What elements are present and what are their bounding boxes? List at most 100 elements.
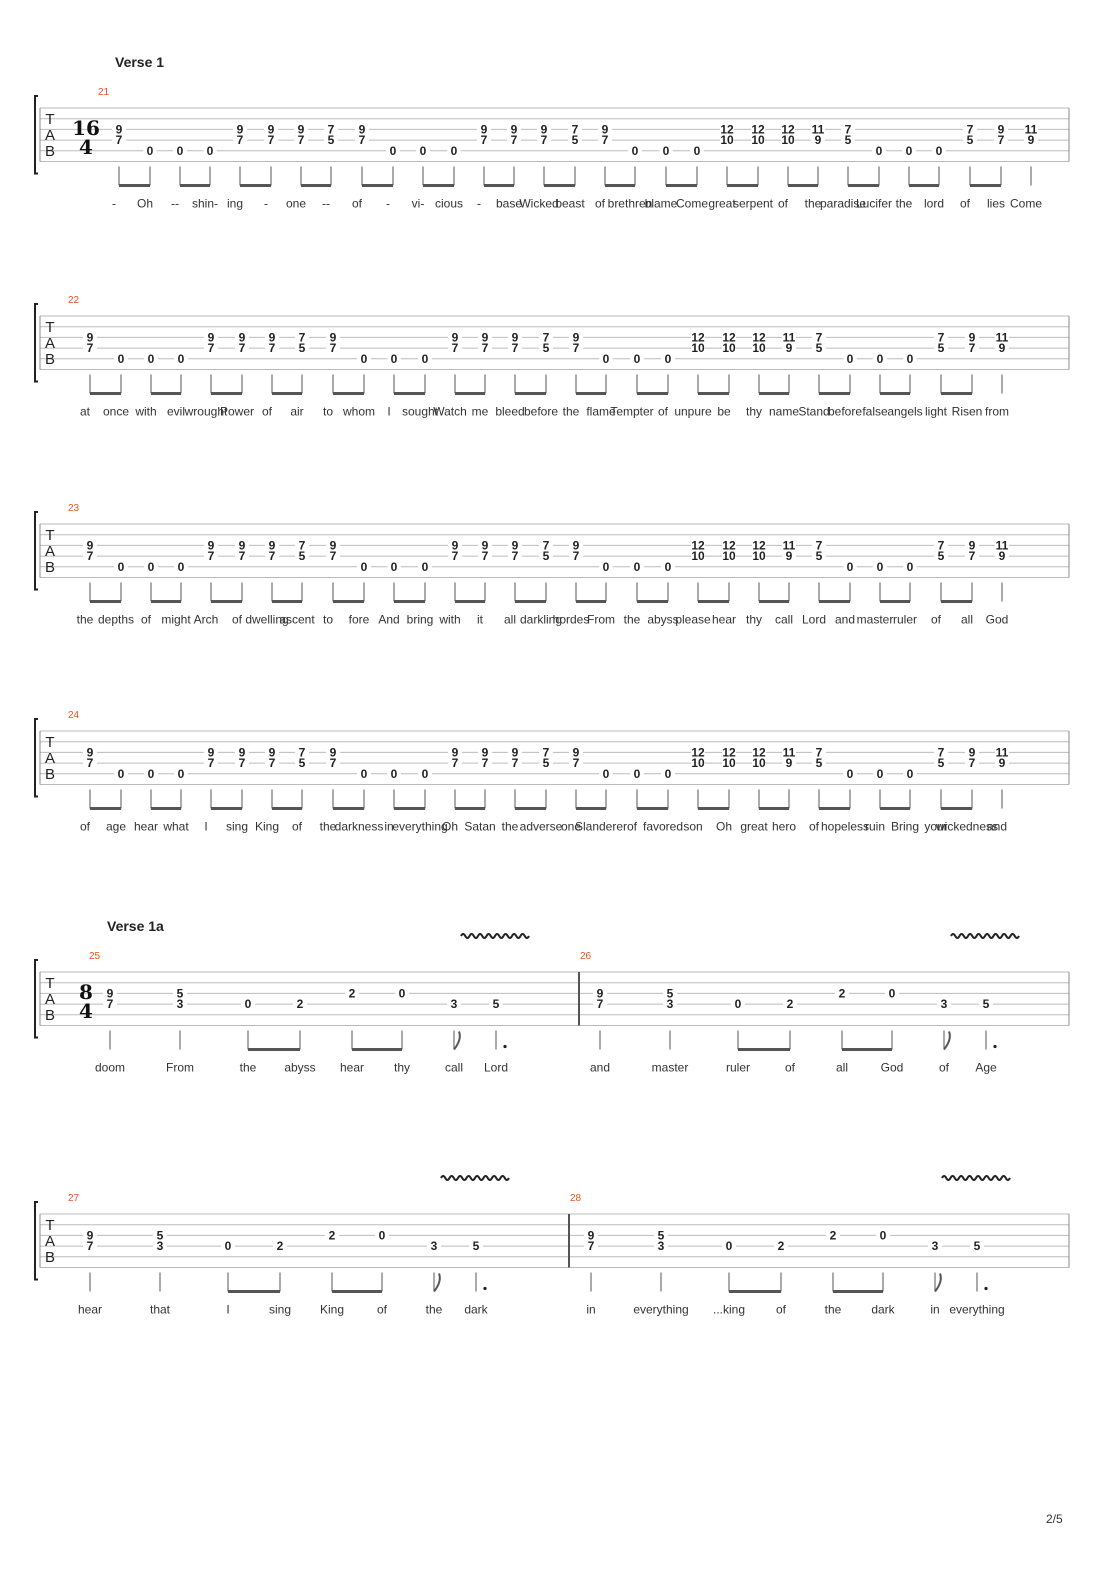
fret-background <box>965 746 979 758</box>
fret-background <box>995 331 1009 343</box>
fret-background <box>265 550 279 562</box>
fret-background <box>654 1240 668 1252</box>
fret-background <box>965 550 979 562</box>
fret-number: 0 <box>148 560 155 574</box>
fret-background <box>508 539 522 551</box>
fret-background <box>722 1240 736 1252</box>
fret-background <box>1024 134 1038 146</box>
fret-number: 5 <box>493 997 500 1011</box>
fret-background <box>569 746 583 758</box>
fret-background <box>478 342 492 354</box>
fret-background <box>235 746 249 758</box>
fret-background <box>387 352 401 364</box>
fret-number: 0 <box>847 560 854 574</box>
section-label: Verse 1 <box>115 54 164 70</box>
fret-background <box>934 746 948 758</box>
fret-number: 3 <box>157 1239 164 1253</box>
lyric-syllable: me <box>472 405 489 419</box>
fret-background <box>204 331 218 343</box>
lyric-syllable: ruler <box>893 613 917 627</box>
lyric-syllable: before <box>828 405 862 419</box>
dot-mark <box>993 1044 997 1049</box>
fret-number: 7 <box>208 341 215 355</box>
fret-background <box>448 757 462 769</box>
fret-number: 7 <box>482 341 489 355</box>
fret-background <box>598 134 612 146</box>
lyric-syllable: - <box>264 197 268 211</box>
lyric-syllable: sing <box>269 1303 291 1317</box>
time-signature-bottom: 4 <box>79 999 93 1023</box>
fret-background <box>326 746 340 758</box>
lyric-syllable: in <box>586 1303 595 1317</box>
fret-number: 0 <box>847 352 854 366</box>
fret-background <box>934 331 948 343</box>
fret-number: 7 <box>845 122 852 136</box>
fret-number: 7 <box>87 756 94 770</box>
fret-number: 7 <box>330 549 337 563</box>
fret-number: 7 <box>816 330 823 344</box>
fret-background <box>937 998 951 1010</box>
fret-number: 0 <box>148 352 155 366</box>
fret-background <box>965 539 979 551</box>
lyric-syllable: vi- <box>412 197 425 211</box>
fret-background <box>934 539 948 551</box>
fret-number: 7 <box>969 341 976 355</box>
fret-background <box>144 767 158 779</box>
lyric-syllable: abyss <box>647 613 678 627</box>
fret-number: 5 <box>816 756 823 770</box>
fret-background <box>295 550 309 562</box>
fret-number: 7 <box>452 549 459 563</box>
fret-number: 9 <box>452 538 459 552</box>
lyric-syllable: the <box>77 613 94 627</box>
fret-background <box>508 550 522 562</box>
fret-number: 9 <box>597 986 604 1000</box>
lyric-syllable: all <box>836 1061 848 1075</box>
lyric-syllable: From <box>587 613 615 627</box>
fret-number: 7 <box>269 549 276 563</box>
lyric-syllable: all <box>961 613 973 627</box>
fret-background <box>584 1240 598 1252</box>
fret-number: 9 <box>269 538 276 552</box>
fret-background <box>630 352 644 364</box>
lyric-syllable: - <box>112 197 116 211</box>
fret-background <box>539 746 553 758</box>
fret-background <box>204 746 218 758</box>
fret-background <box>752 342 766 354</box>
fret-background <box>995 342 1009 354</box>
fret-number: 10 <box>722 756 736 770</box>
fret-background <box>720 134 734 146</box>
lyric-syllable: age <box>106 820 126 834</box>
fret-number: 7 <box>543 538 550 552</box>
fret-number: 10 <box>691 549 705 563</box>
fret-number: 7 <box>107 997 114 1011</box>
tab-clef-letter: A <box>45 127 55 144</box>
fret-background <box>752 539 766 551</box>
lyric-syllable: hear <box>134 820 158 834</box>
fret-background <box>782 331 796 343</box>
fret-number: 5 <box>658 1228 665 1242</box>
fret-background <box>295 757 309 769</box>
fret-background <box>812 746 826 758</box>
lyric-syllable: the <box>563 405 580 419</box>
lyric-syllable: of <box>658 405 669 419</box>
fret-number: 5 <box>299 756 306 770</box>
lyric-syllable: Tempter <box>610 405 653 419</box>
vibrato-mark <box>941 1175 1011 1181</box>
fret-background <box>508 331 522 343</box>
fret-background <box>265 539 279 551</box>
fret-background <box>204 757 218 769</box>
lyric-syllable: Lord <box>484 1061 508 1075</box>
fret-number: 7 <box>482 549 489 563</box>
fret-number: 12 <box>751 122 765 136</box>
time-signature-top: 16 <box>72 116 100 140</box>
tab-clef-letter: T <box>45 734 54 751</box>
fret-number: 5 <box>299 341 306 355</box>
lyric-syllable: Risen <box>952 405 983 419</box>
fret-number: 3 <box>177 997 184 1011</box>
fret-background <box>722 746 736 758</box>
fret-number: 7 <box>602 133 609 147</box>
fret-number: 7 <box>543 330 550 344</box>
lyric-syllable: And <box>378 613 399 627</box>
fret-background <box>584 1229 598 1241</box>
